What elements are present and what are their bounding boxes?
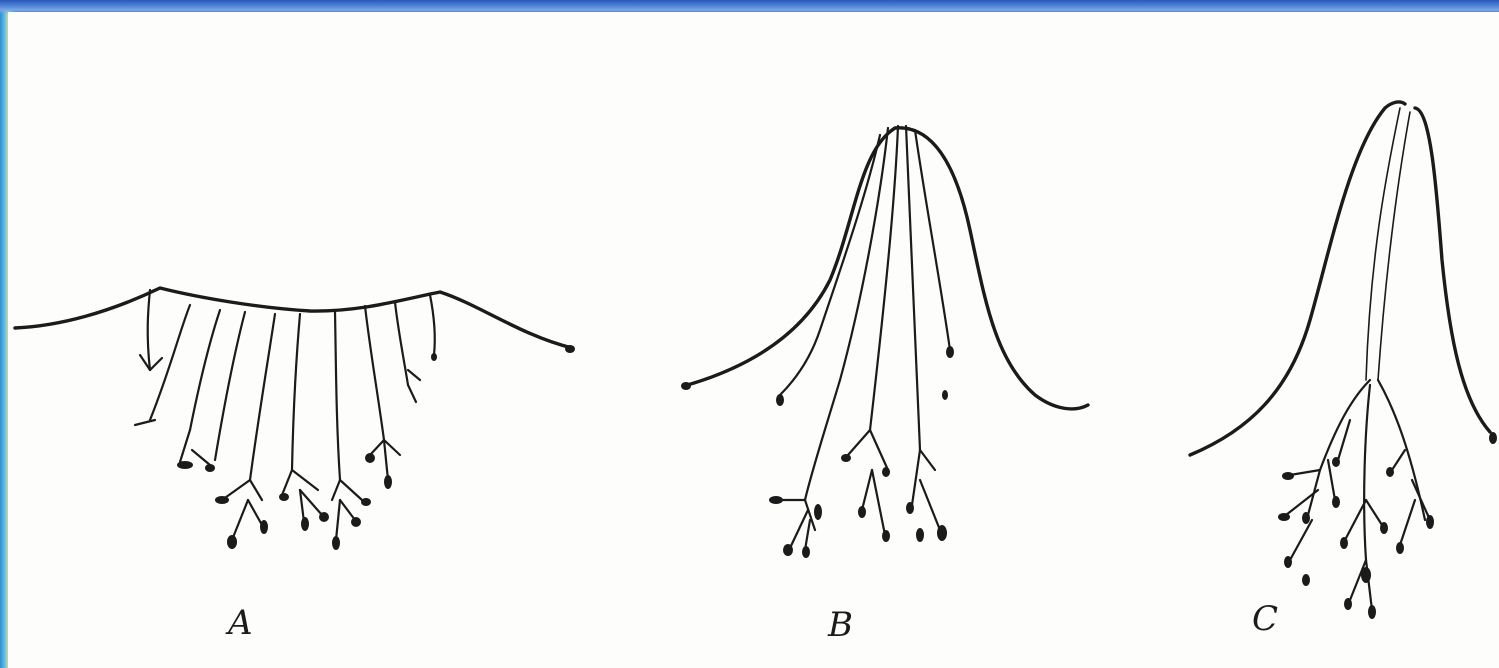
panel-c-duct-right: [1378, 112, 1410, 380]
panel-c-terminal-buds: [1278, 432, 1497, 619]
panel-a-surface-line: [15, 288, 572, 348]
panel-c-duct-left: [1366, 108, 1400, 380]
panel-a-branches: [135, 290, 435, 540]
panel-c-drawing: C: [1190, 102, 1497, 639]
panel-b-branches: [778, 126, 950, 550]
panel-a-drawing: A: [15, 288, 575, 643]
panel-b-outer-contour: [684, 128, 1088, 409]
panel-b-drawing: B: [681, 126, 1088, 645]
panel-b-label: B: [827, 605, 853, 645]
panel-c-right-contour: [1415, 108, 1490, 432]
panel-a-label: A: [225, 603, 253, 643]
panel-c-label: C: [1252, 599, 1278, 639]
